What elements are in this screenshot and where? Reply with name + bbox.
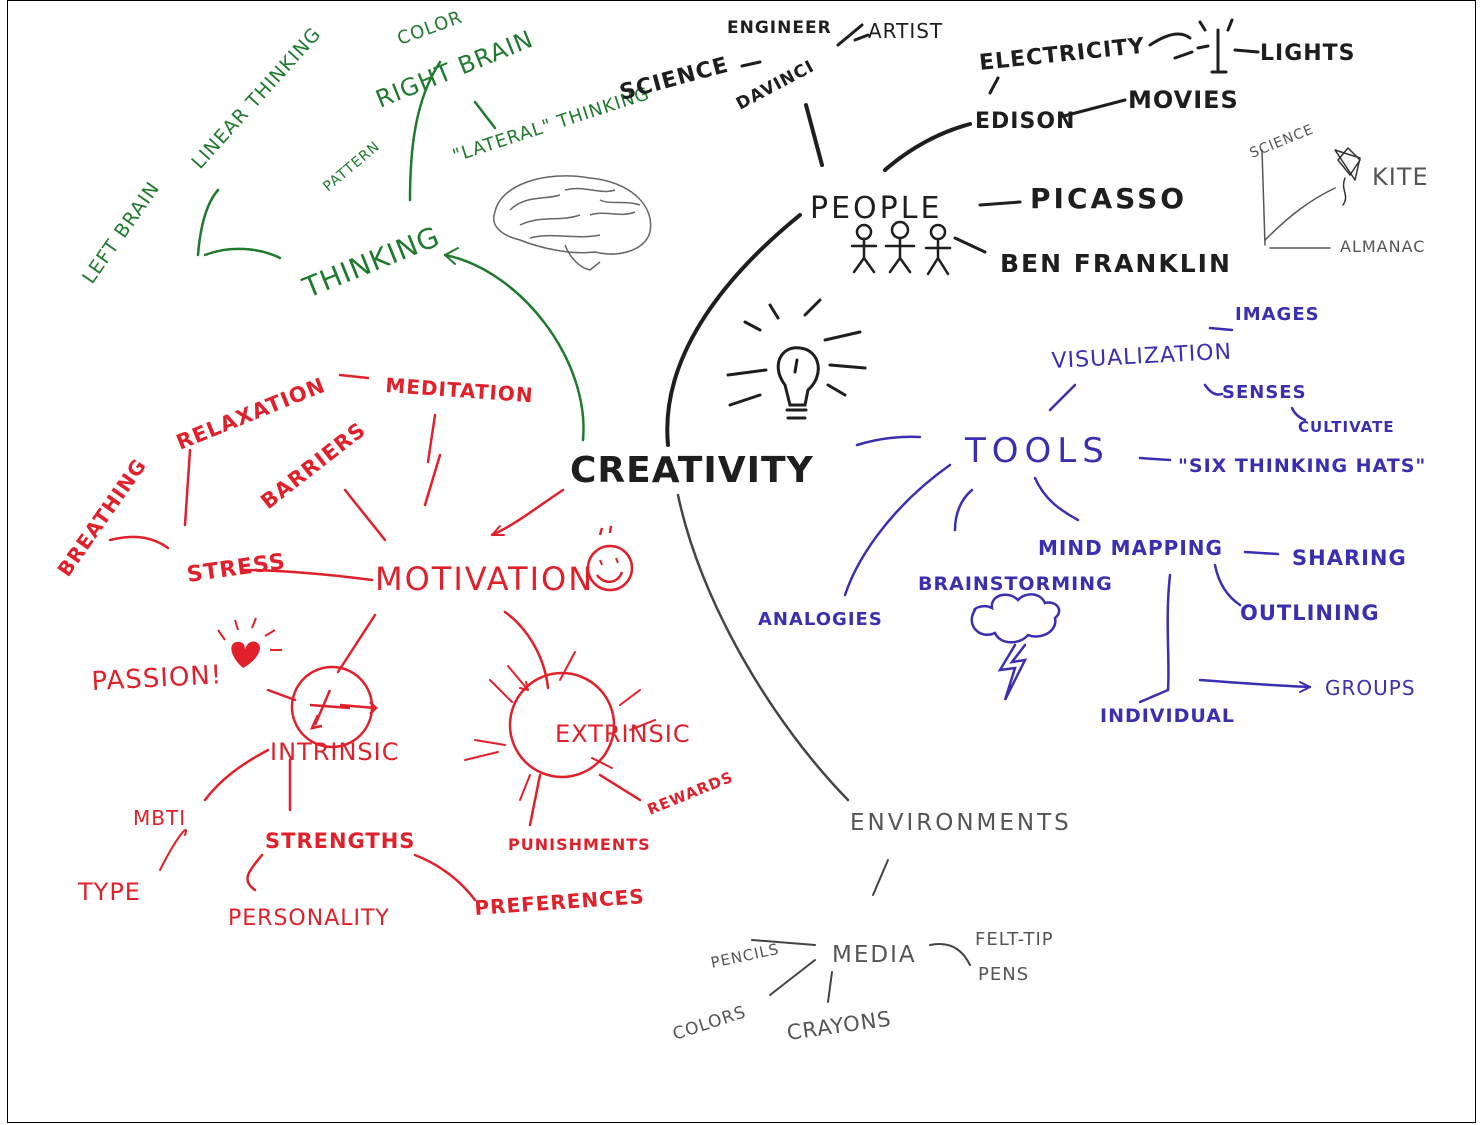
crayons-label: CRAYONS xyxy=(785,1007,893,1045)
intrinsic-label: INTRINSIC xyxy=(270,738,399,766)
colors-label: COLORS xyxy=(670,1002,749,1045)
stress-label: STRESS xyxy=(185,549,287,588)
breathing-label: BREATHING xyxy=(52,454,151,581)
people-label: PEOPLE xyxy=(810,191,942,226)
extrinsic-arrows xyxy=(464,651,656,801)
senses-label: SENSES xyxy=(1222,382,1307,403)
franklin-science-label: SCIENCE xyxy=(1248,122,1317,162)
meditation-label: MEDITATION xyxy=(385,373,535,407)
individual-label: INDIVIDUAL xyxy=(1100,705,1235,727)
punishments-label: PUNISHMENTS xyxy=(508,835,651,854)
motivation-branch-lines xyxy=(108,373,642,902)
center-label: CREATIVITY xyxy=(570,450,814,491)
outlining-label: OUTLINING xyxy=(1240,601,1380,625)
edison-label: EDISON xyxy=(975,109,1075,134)
extrinsic-label: EXTRINSIC xyxy=(555,720,691,748)
science-label: SCIENCE xyxy=(617,53,731,106)
engineer-label: ENGINEER xyxy=(727,18,832,38)
smiley-icon xyxy=(586,525,634,592)
heart-icon xyxy=(217,617,282,668)
thinking-branch-lines xyxy=(196,60,585,442)
analogies-label: ANALOGIES xyxy=(758,609,883,630)
environments-label: ENVIRONMENTS xyxy=(850,810,1072,836)
kite-label: KITE xyxy=(1372,163,1429,191)
storm-cloud-icon xyxy=(970,593,1061,701)
rewards-label: REWARDS xyxy=(645,768,736,819)
brain-icon xyxy=(493,175,652,271)
electricity-label: ELECTRICITY xyxy=(978,34,1146,76)
visualization-label: VISUALIZATION xyxy=(1051,340,1233,374)
images-label: IMAGES xyxy=(1235,304,1320,325)
environments-branch-lines xyxy=(676,493,971,1003)
preferences-label: PREFERENCES xyxy=(474,884,646,920)
mbti-label: MBTI xyxy=(133,806,186,830)
passion-label: PASSION! xyxy=(91,660,223,697)
motivation-label: MOTIVATION xyxy=(375,560,594,598)
artist-label: ARTIST xyxy=(868,19,943,43)
lamp-icon xyxy=(1196,18,1234,74)
tools-label: TOOLS xyxy=(964,431,1110,471)
mind-map-frame xyxy=(7,0,1476,1123)
picasso-label: PICASSO xyxy=(1030,182,1187,215)
extrinsic-circle xyxy=(508,671,616,779)
brainstorming-label: BRAINSTORMING xyxy=(918,573,1113,595)
pens-label: PENS xyxy=(978,964,1029,985)
movies-label: MOVIES xyxy=(1128,86,1239,114)
strengths-label: STRENGTHS xyxy=(265,829,415,853)
media-label: MEDIA xyxy=(832,942,917,968)
groups-label: GROUPS xyxy=(1325,676,1416,700)
pencils-label: PENCILS xyxy=(709,940,781,972)
tools-branch-lines xyxy=(843,326,1312,704)
cultivate-label: CULTIVATE xyxy=(1298,418,1395,436)
thinking-label: THINKING xyxy=(297,220,444,305)
people-branch-lines xyxy=(665,23,1260,447)
relaxation-label: RELAXATION xyxy=(173,373,329,455)
mind-mapping-label: MIND MAPPING xyxy=(1038,536,1223,560)
kite-icon xyxy=(1337,146,1361,177)
personality-label: PERSONALITY xyxy=(228,906,390,931)
type-label: TYPE xyxy=(77,878,141,906)
franklin-lines xyxy=(1261,149,1361,249)
six-thinking-hats-label: "SIX THINKING HATS" xyxy=(1178,455,1426,477)
ben-franklin-label: BEN FRANKLIN xyxy=(1000,249,1232,278)
linear-thinking-label: LINEAR THINKING xyxy=(187,23,325,173)
almanac-label: ALMANAC xyxy=(1340,237,1425,256)
lightbulb-icon xyxy=(726,298,867,420)
sharing-label: SHARING xyxy=(1292,546,1407,570)
pattern-label: PATTERN xyxy=(320,138,383,195)
lights-label: LIGHTS xyxy=(1260,41,1356,66)
color-label: COLOR xyxy=(395,7,466,50)
intrinsic-circle xyxy=(290,665,378,749)
stick-figures-icon xyxy=(850,220,952,276)
left-brain-label: LEFT BRAIN xyxy=(78,178,164,288)
felt-tip-label: FELT-TIP xyxy=(975,929,1054,950)
